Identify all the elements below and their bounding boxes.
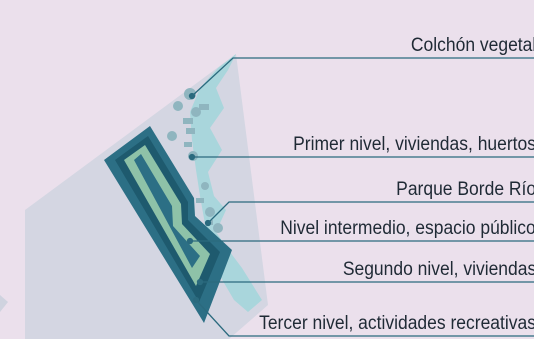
vegetation-cluster [167,88,223,233]
leader-lines [186,57,534,337]
river-edge [190,54,262,312]
leader-colchon-vegetal [191,57,534,97]
label-segundo-nivel: Segundo nivel, viviendas [342,259,534,280]
leader-tercer-nivel [195,299,534,337]
label-primer-nivel: Primer nivel, viviendas, huertos [293,134,534,155]
leader-parque-borde-rio [207,201,534,224]
label-tercer-nivel: Tercer nivel, actividades recreativas [259,313,534,334]
terrain-sliver [0,295,8,312]
label-parque-borde-rio: Parque Borde Río [396,179,534,200]
label-colchon-vegetal: Colchón vegetal [410,35,534,56]
platform-inner-strip [134,154,200,268]
label-nivel-intermedio: Nivel intermedio, espacio público [280,218,534,239]
